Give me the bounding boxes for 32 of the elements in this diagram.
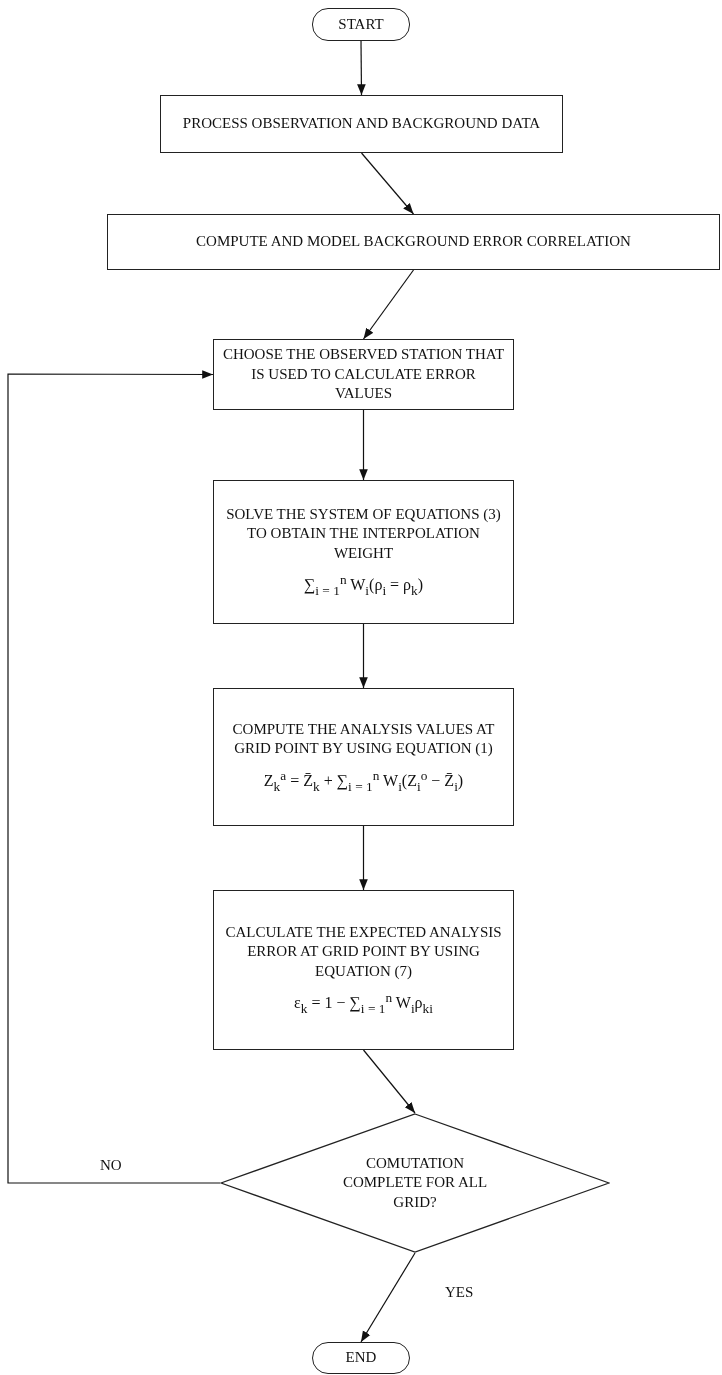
- start-terminal: [312, 8, 410, 41]
- node-label: COMPUTE THE ANALYSIS VALUES AT GRID POINT BY USING EQUATION (1): [231, 719, 496, 759]
- node-label: END: [345, 1348, 377, 1368]
- arrow: [362, 269, 415, 340]
- node-label: PROCESS OBSERVATION AND BACKGROUND DATA: [182, 114, 541, 134]
- decision-diamond: [220, 1113, 610, 1253]
- node-label: CALCULATE THE EXPECTED ANALYSIS ERROR AT GRID POINT BY USING EQUATION (7): [224, 922, 503, 981]
- arrow: [359, 623, 368, 689]
- edge-label: YES: [445, 1284, 474, 1301]
- arrow: [7, 370, 221, 1184]
- arrow: [360, 152, 415, 215]
- node-label: COMUTATION COMPLETE FOR ALL GRID?: [341, 1153, 489, 1212]
- process-box: [160, 95, 563, 153]
- node-label: SOLVE THE SYSTEM OF EQUATIONS (3) TO OBTAIN THE INTERPOLATION WEIGHT: [225, 504, 502, 563]
- arrow: [359, 409, 368, 481]
- arrow: [357, 40, 366, 96]
- process-box: [213, 890, 514, 1050]
- formula: Z$_{k}$$^{a}$ = Z̄$_{k}$ + ∑$_{i = 1}$$^{n}$ W$_{i}$(Z$_{i}$$^{o}$ − Z̄$_{i}$): [263, 766, 464, 795]
- process-box: [213, 480, 514, 624]
- edge-label: NO: [100, 1157, 122, 1174]
- process-box: [107, 214, 720, 270]
- formula: ∑$_{i = 1}$$^{n}$ W$_{i}$(ρ$_{i}$ = ρ$_{k}$): [303, 571, 424, 600]
- node-label: START: [338, 14, 384, 34]
- formula: ε$_{k}$ = 1 − ∑$_{i = 1}$$^{n}$ W$_{i}$ρ$_{ki}$: [294, 989, 433, 1018]
- process-box: [213, 688, 514, 826]
- end-terminal: [312, 1342, 410, 1374]
- arrow: [360, 1252, 416, 1343]
- process-box: [213, 339, 514, 410]
- node-label: CHOOSE THE OBSERVED STATION THAT IS USED TO CALCULATE ERROR VALUES: [222, 345, 505, 404]
- node-label: COMPUTE AND MODEL BACKGROUND ERROR CORRELATION: [196, 232, 631, 252]
- arrow: [362, 1049, 416, 1114]
- arrow: [359, 825, 368, 891]
